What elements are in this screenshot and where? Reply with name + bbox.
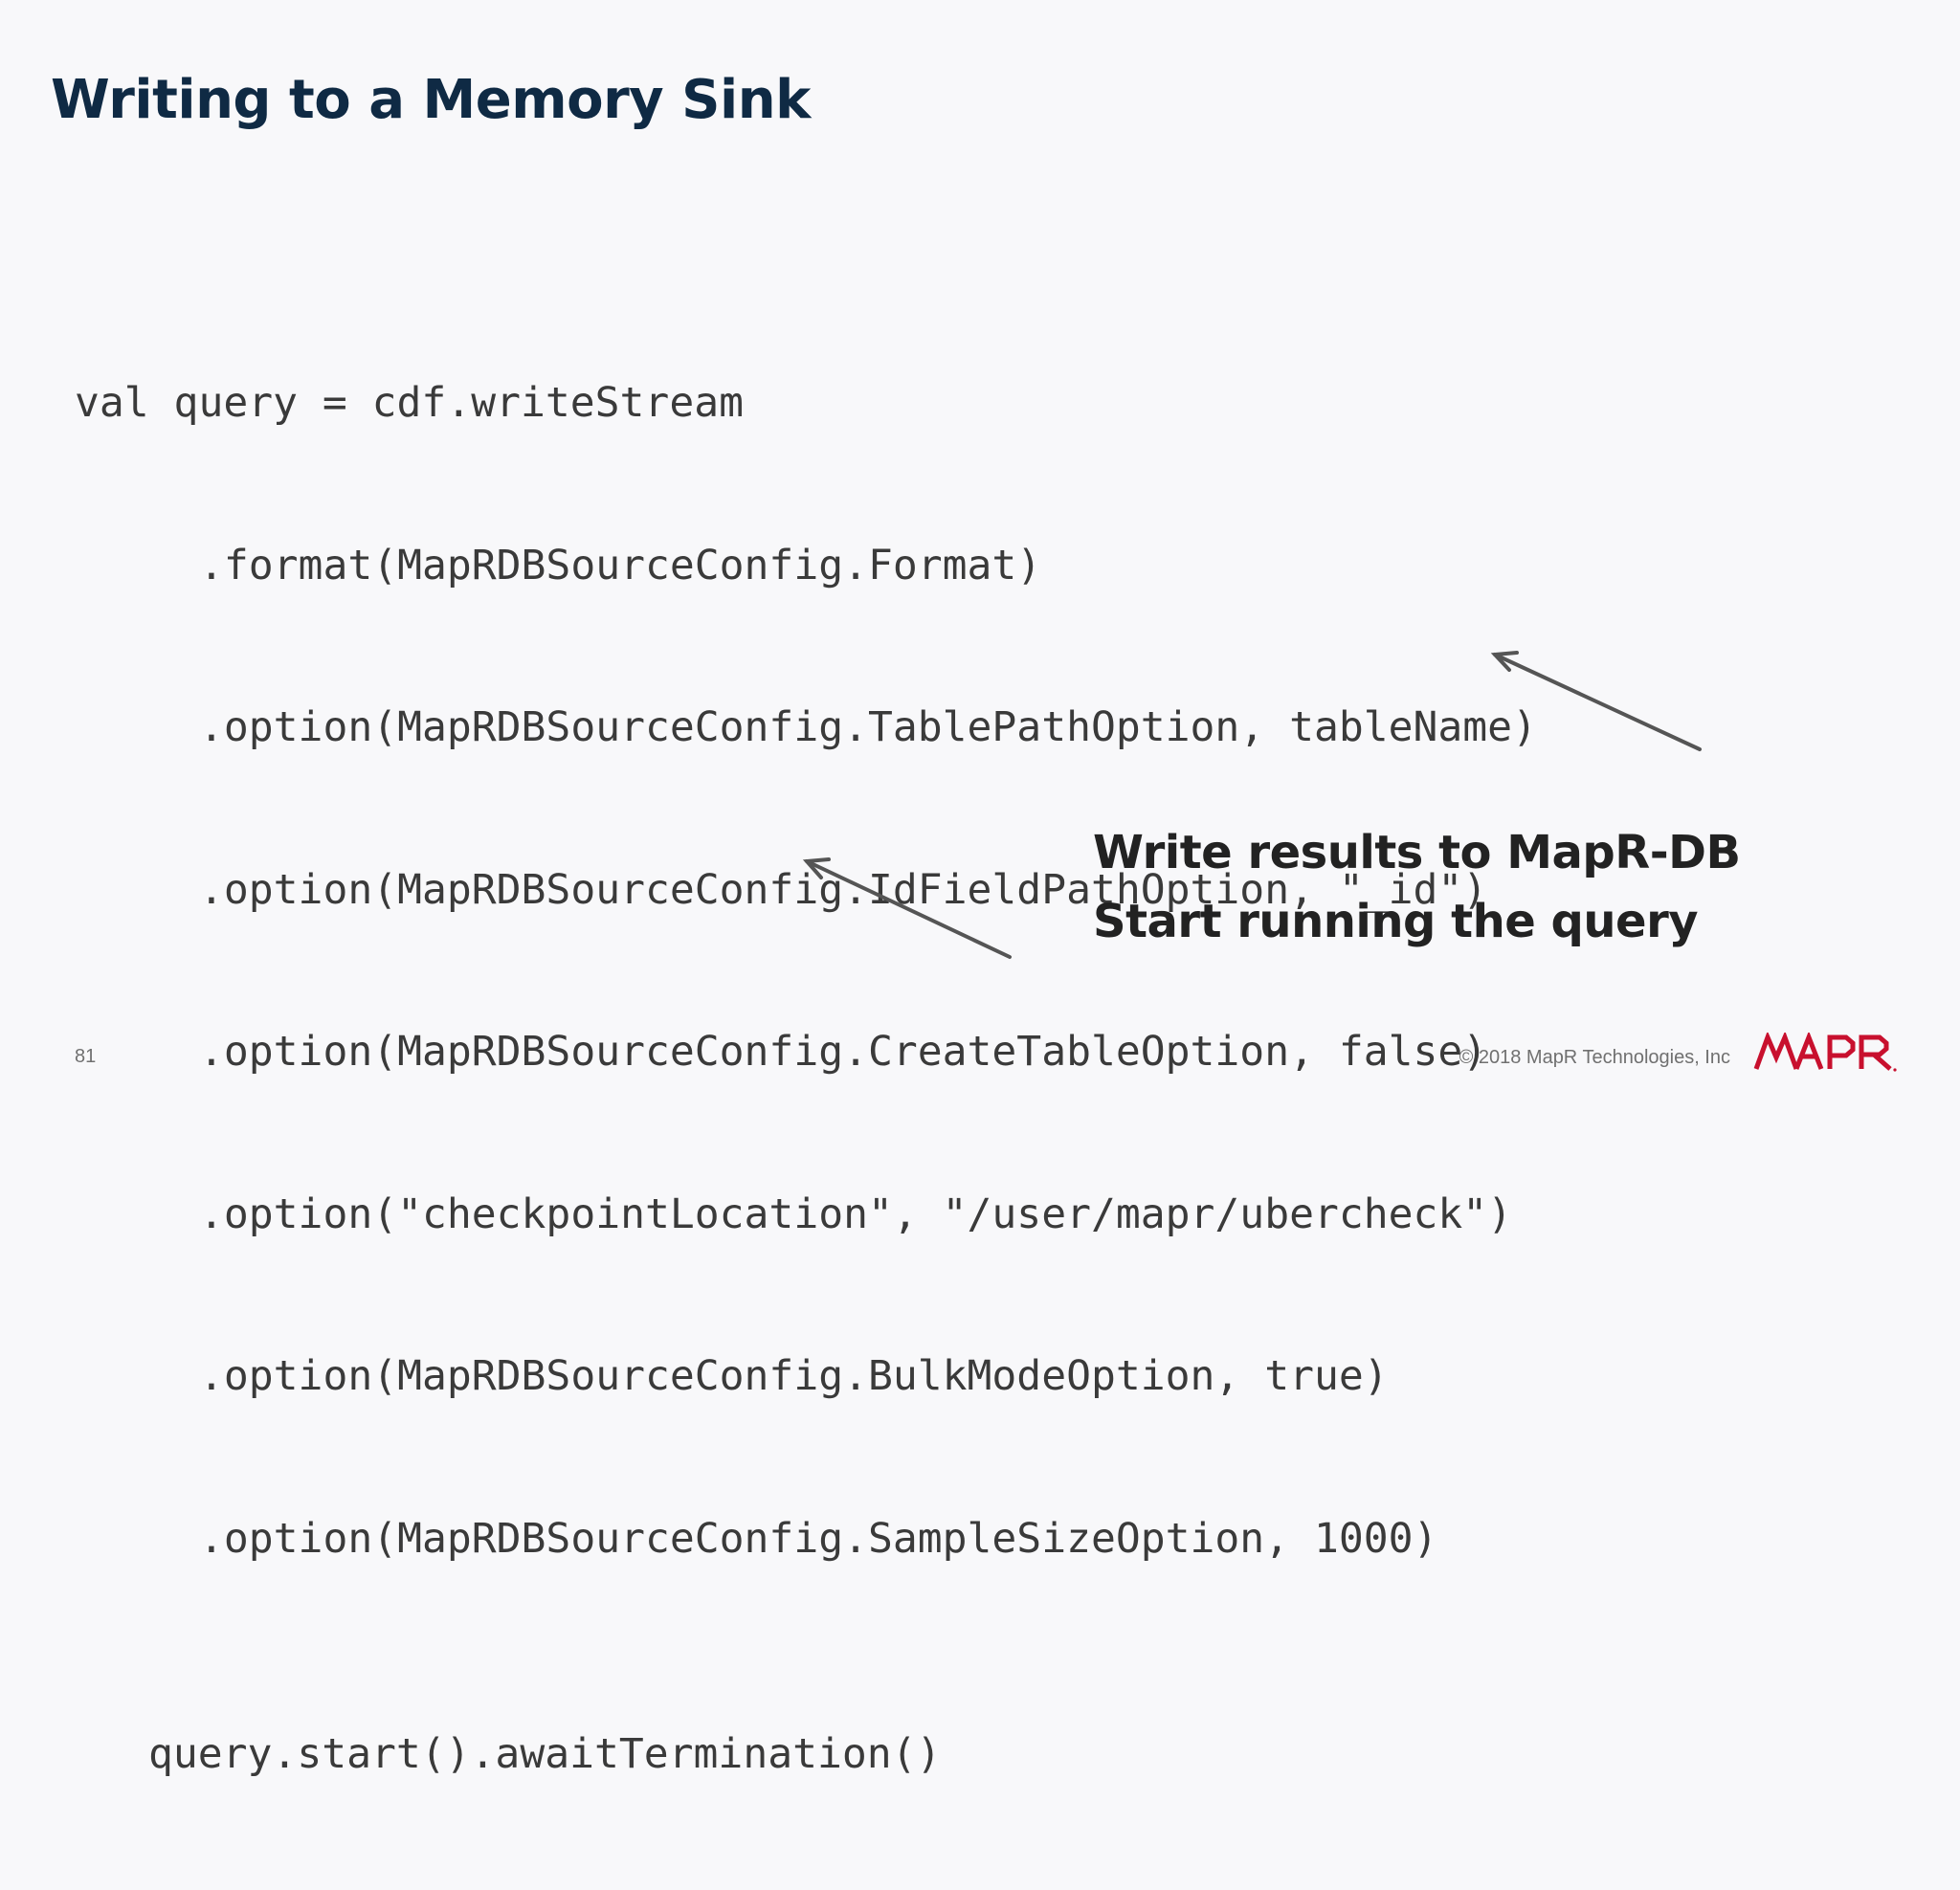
copyright-text: © 2018 MapR Technologies, Inc: [1459, 1047, 1730, 1068]
code-line: .format(MapRDBSourceConfig.Format): [199, 541, 1042, 589]
code-line-start-query: query.start().awaitTermination(): [148, 1730, 942, 1778]
code-line: .option("checkpointLocation", "/user/map…: [199, 1190, 1513, 1238]
callout-text: Write results to MapR-DB Start running t…: [1093, 818, 1741, 956]
code-line: .option(MapRDBSourceConfig.TablePathOpti…: [199, 703, 1537, 751]
code-line: val query = cdf.writeStream: [75, 379, 744, 427]
slide: Writing to a Memory Sink val query = cdf…: [51, 69, 1897, 1778]
code-line: .option(MapRDBSourceConfig.SampleSizeOpt…: [199, 1514, 1438, 1563]
code-line: .option(MapRDBSourceConfig.CreateTableOp…: [199, 1028, 1488, 1076]
code-line: .option(MapRDBSourceConfig.BulkModeOptio…: [199, 1352, 1389, 1400]
callout-line: Write results to MapR-DB: [1093, 826, 1741, 879]
slide-title: Writing to a Memory Sink: [51, 69, 811, 131]
mapr-logo: [1753, 1033, 1897, 1072]
code-line: .option(MapRDBSourceConfig.IdFieldPathOp…: [199, 865, 1488, 914]
page-number: 81: [75, 1046, 97, 1067]
code-block: val query = cdf.writeStream .format(MapR…: [75, 268, 1537, 1890]
callout-line: Start running the query: [1093, 895, 1699, 948]
